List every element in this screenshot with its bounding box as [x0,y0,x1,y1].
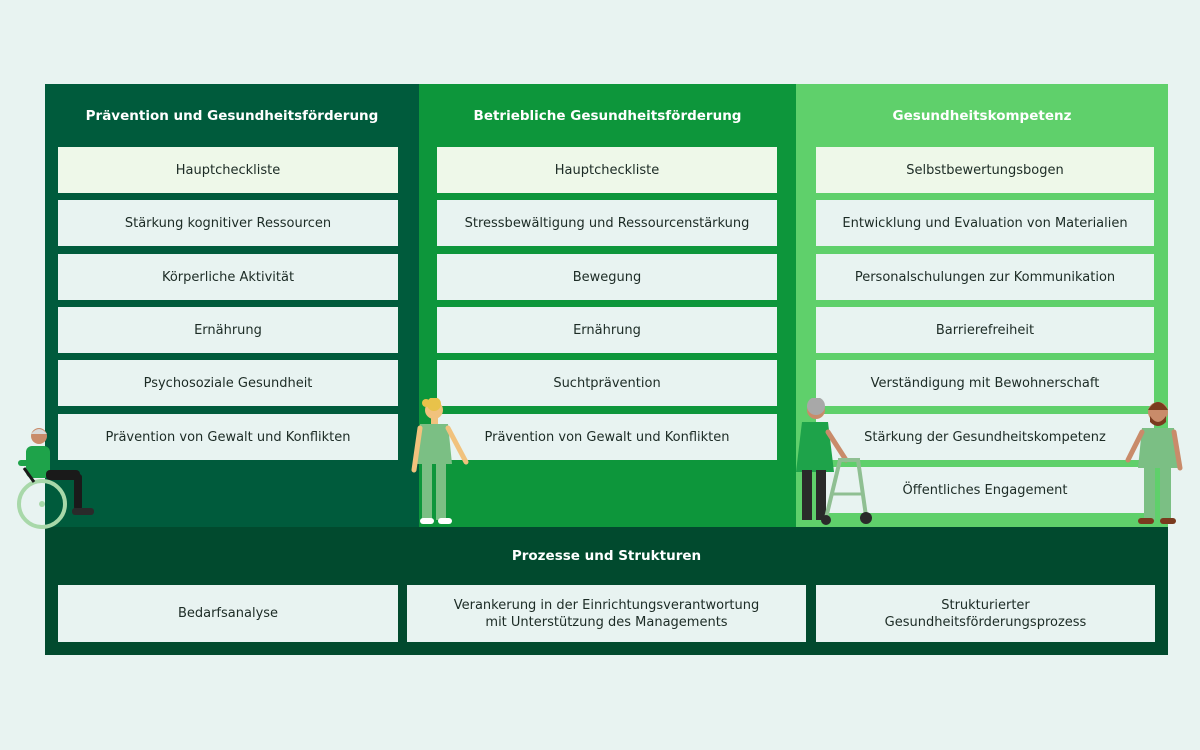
list-item[interactable]: Hauptcheckliste [437,147,777,193]
column-title: Prävention und Gesundheitsförderung [85,108,379,124]
nurse-illustration [411,398,469,524]
wheelchair-user-illustration [17,428,94,529]
column-gesundheitskompetenz: Gesundheitskompetenz Selbstbewertungsbog… [796,84,1168,527]
column-title: Gesundheitskompetenz [892,108,1072,124]
list-item[interactable]: Suchtprävention [437,360,777,406]
list-item[interactable]: Entwicklung und Evaluation von Materiali… [816,200,1154,246]
column-title: Betriebliche Gesundheitsförderung [473,108,742,124]
foundation-panel: Prozesse und Strukturen Bedarfsanalyse V… [45,527,1168,655]
list-item[interactable]: Prävention von Gewalt und Konflikten [437,414,777,460]
list-item[interactable]: Selbstbewertungsbogen [816,147,1154,193]
list-item[interactable]: Ernährung [437,307,777,353]
column-praevention: Prävention und Gesundheitsförderung Haup… [45,84,419,527]
list-item[interactable]: Körperliche Aktivität [58,254,398,300]
foundation-title: Prozesse und Strukturen [511,548,702,564]
list-item[interactable]: Hauptcheckliste [58,147,398,193]
list-item[interactable]: Ernährung [58,307,398,353]
list-item[interactable]: Verständigung mit Bewohnerschaft [816,360,1154,406]
list-item[interactable]: Stärkung der Gesundheitskompetenz [816,414,1154,460]
list-item[interactable]: Bewegung [437,254,777,300]
list-item[interactable]: Psychosoziale Gesundheit [58,360,398,406]
bearded-man-illustration [1125,402,1183,524]
list-item[interactable]: Personalschulungen zur Kommunikation [816,254,1154,300]
walker-user-illustration [796,398,872,525]
list-item[interactable]: Stärkung kognitiver Ressourcen [58,200,398,246]
foundation-item[interactable]: Strukturierter Gesundheitsförderungsproz… [816,585,1155,642]
foundation-item[interactable]: Verankerung in der Einrichtungsverantwor… [407,585,806,642]
list-item[interactable]: Prävention von Gewalt und Konflikten [58,414,398,460]
column-betriebliche: Betriebliche Gesundheitsförderung Hauptc… [419,84,796,527]
foundation-item[interactable]: Bedarfsanalyse [58,585,398,642]
list-item[interactable]: Barrierefreiheit [816,307,1154,353]
list-item[interactable]: Stressbewältigung und Ressourcenstärkung [437,200,777,246]
list-item[interactable]: Öffentliches Engagement [816,467,1154,513]
